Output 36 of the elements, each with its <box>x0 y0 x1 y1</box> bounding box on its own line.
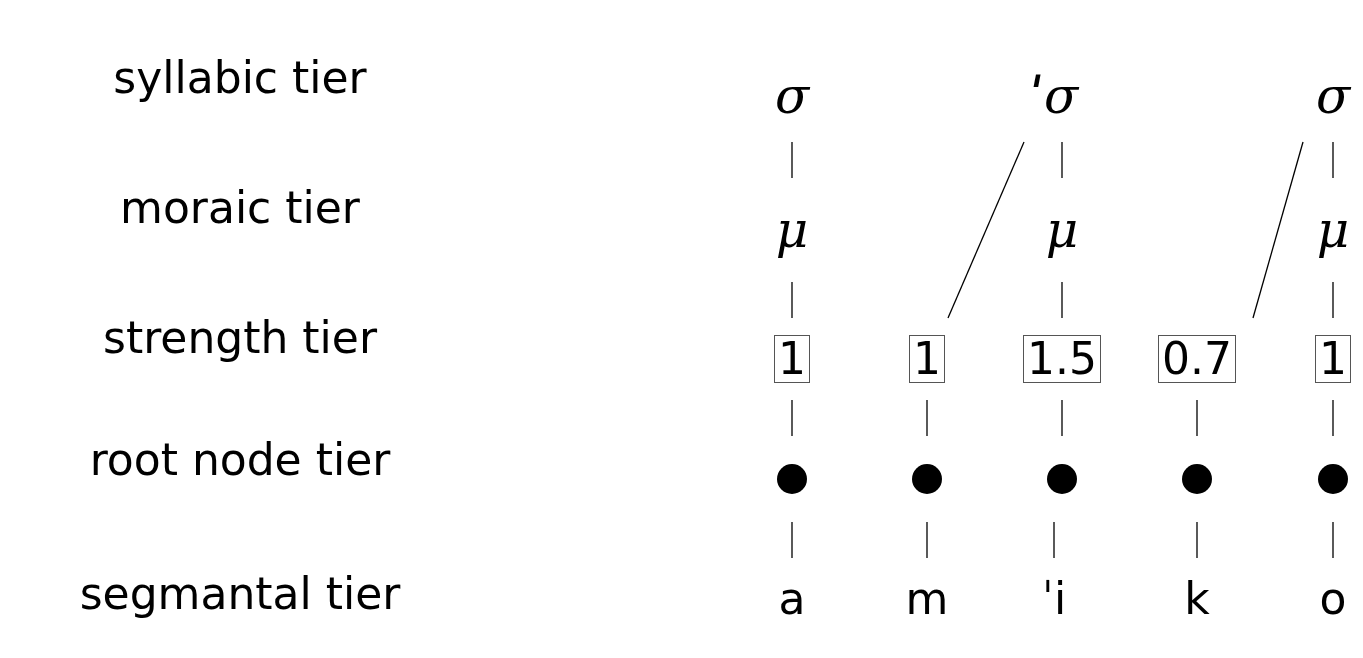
tier-label: root node tier <box>89 434 391 485</box>
association-line <box>791 521 793 559</box>
tier-label: moraic tier <box>120 182 360 233</box>
association-line <box>1061 141 1063 179</box>
association-line <box>926 399 928 437</box>
association-line <box>791 399 793 437</box>
tier-symbol: σ <box>1315 71 1351 121</box>
association-line <box>791 141 793 179</box>
association-line <box>791 281 793 319</box>
association-line <box>1061 399 1063 437</box>
association-line <box>1332 521 1334 559</box>
tier-label: syllabic tier <box>113 52 367 103</box>
tier-label: strength tier <box>103 312 377 363</box>
association-line <box>1332 141 1334 179</box>
strength-box: 1 <box>1315 335 1351 383</box>
tier-symbol: σ <box>774 71 810 121</box>
strength-box: 1.5 <box>1023 335 1101 383</box>
association-line <box>1053 521 1055 559</box>
association-line <box>1196 399 1198 437</box>
segment-letter: m <box>905 577 949 621</box>
association-line <box>947 141 1025 319</box>
segment-letter: a <box>778 577 806 621</box>
association-line <box>1332 399 1334 437</box>
tier-symbol: ˈσ <box>1029 71 1079 121</box>
segment-letter: o <box>1319 577 1347 621</box>
segment-letter: ˈi <box>1041 577 1067 621</box>
association-line <box>1252 141 1304 319</box>
association-line <box>1061 281 1063 319</box>
association-line <box>1332 281 1334 319</box>
association-line <box>926 521 928 559</box>
segment-letter: k <box>1184 577 1210 621</box>
tier-label: segmantal tier <box>79 568 401 619</box>
strength-box: 1 <box>909 335 945 383</box>
strength-box: 1 <box>774 335 810 383</box>
strength-box: 0.7 <box>1158 335 1236 383</box>
association-line <box>1196 521 1198 559</box>
